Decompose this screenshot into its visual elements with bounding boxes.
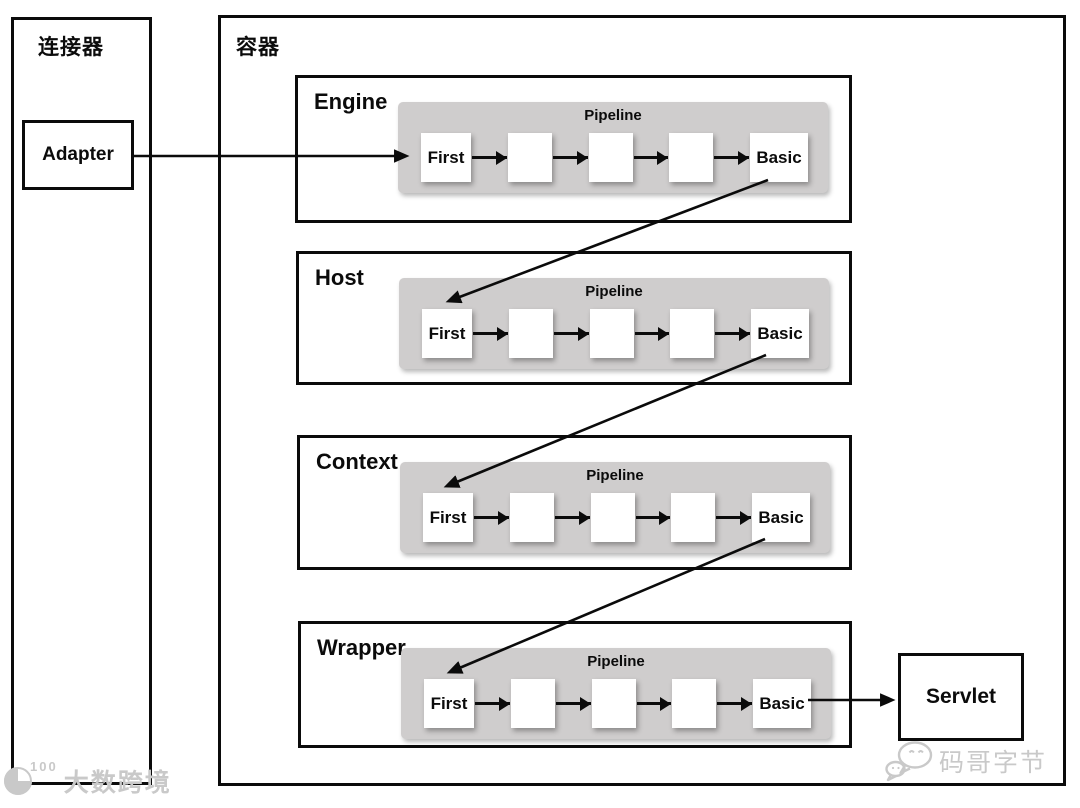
right-arrow bbox=[715, 326, 750, 341]
engine-valve-3 bbox=[588, 133, 633, 182]
context-valve-2 bbox=[509, 493, 554, 542]
engine-valve-2 bbox=[507, 133, 552, 182]
right-arrow bbox=[636, 696, 672, 711]
adapter-label: Adapter bbox=[42, 144, 114, 165]
right-arrow bbox=[473, 326, 508, 341]
wrapper-section: Wrapper Pipeline First Basic bbox=[298, 621, 852, 748]
engine-label: Engine bbox=[314, 89, 388, 114]
engine-valve-row: First Basic bbox=[398, 133, 828, 182]
context-pipeline: Pipeline First Basic bbox=[400, 462, 830, 553]
context-valve-3 bbox=[590, 493, 635, 542]
watermark-right-text: 码哥字节 bbox=[939, 749, 1048, 777]
host-valve-row: First Basic bbox=[399, 309, 829, 358]
context-basic-valve: Basic bbox=[752, 493, 810, 542]
wrapper-valve-3 bbox=[591, 679, 636, 728]
host-section: Host Pipeline First Basic bbox=[296, 251, 852, 385]
engine-basic-valve: Basic bbox=[750, 133, 808, 182]
servlet-box: Servlet bbox=[898, 653, 1024, 741]
host-basic-valve: Basic bbox=[751, 309, 809, 358]
right-arrow bbox=[555, 696, 591, 711]
pipeline-title: Pipeline bbox=[586, 467, 644, 484]
host-valve-3 bbox=[589, 309, 634, 358]
right-arrow bbox=[554, 510, 590, 525]
wrapper-valve-row: First Basic bbox=[401, 679, 831, 728]
right-arrow bbox=[634, 326, 670, 341]
watermark-bottom-right: 码哥字节 bbox=[884, 740, 1047, 782]
right-arrow bbox=[475, 696, 510, 711]
watermark-left-text: 大数跨境 bbox=[63, 769, 172, 797]
wrapper-label: Wrapper bbox=[317, 635, 406, 660]
wrapper-valve-2 bbox=[510, 679, 555, 728]
container-title: 容器 bbox=[236, 36, 280, 59]
wrapper-valve-4 bbox=[672, 679, 717, 728]
connector-title: 连接器 bbox=[38, 36, 104, 59]
right-arrow bbox=[552, 150, 588, 165]
context-label: Context bbox=[316, 449, 398, 474]
right-arrow bbox=[553, 326, 589, 341]
pipeline-title: Pipeline bbox=[585, 283, 643, 300]
host-pipeline: Pipeline First Basic bbox=[399, 278, 829, 369]
engine-section: Engine Pipeline First Basic bbox=[295, 75, 852, 223]
wrapper-first-valve: First bbox=[424, 679, 474, 728]
right-arrow bbox=[717, 696, 752, 711]
dashu-logo-icon bbox=[4, 767, 32, 795]
right-arrow bbox=[633, 150, 669, 165]
host-label: Host bbox=[315, 265, 364, 290]
right-arrow bbox=[472, 150, 507, 165]
engine-valve-4 bbox=[669, 133, 714, 182]
right-arrow bbox=[716, 510, 751, 525]
adapter-box: Adapter bbox=[22, 120, 134, 190]
context-valve-4 bbox=[671, 493, 716, 542]
wrapper-pipeline: Pipeline First Basic bbox=[401, 648, 831, 739]
right-arrow bbox=[714, 150, 749, 165]
context-valve-row: First Basic bbox=[400, 493, 830, 542]
right-arrow bbox=[635, 510, 671, 525]
wechat-icon bbox=[885, 741, 933, 782]
pipeline-title: Pipeline bbox=[587, 653, 645, 670]
host-first-valve: First bbox=[422, 309, 472, 358]
context-section: Context Pipeline First Basic bbox=[297, 435, 852, 570]
engine-first-valve: First bbox=[421, 133, 471, 182]
context-first-valve: First bbox=[423, 493, 473, 542]
engine-pipeline: Pipeline First Basic bbox=[398, 102, 828, 193]
servlet-label: Servlet bbox=[925, 685, 997, 708]
host-valve-4 bbox=[670, 309, 715, 358]
pipeline-title: Pipeline bbox=[584, 107, 642, 124]
host-valve-2 bbox=[508, 309, 553, 358]
watermark-badge: 100 bbox=[30, 759, 58, 774]
watermark-bottom-left: 100 大数跨境 bbox=[2, 759, 172, 799]
right-arrow bbox=[474, 510, 509, 525]
wrapper-basic-valve: Basic bbox=[753, 679, 811, 728]
